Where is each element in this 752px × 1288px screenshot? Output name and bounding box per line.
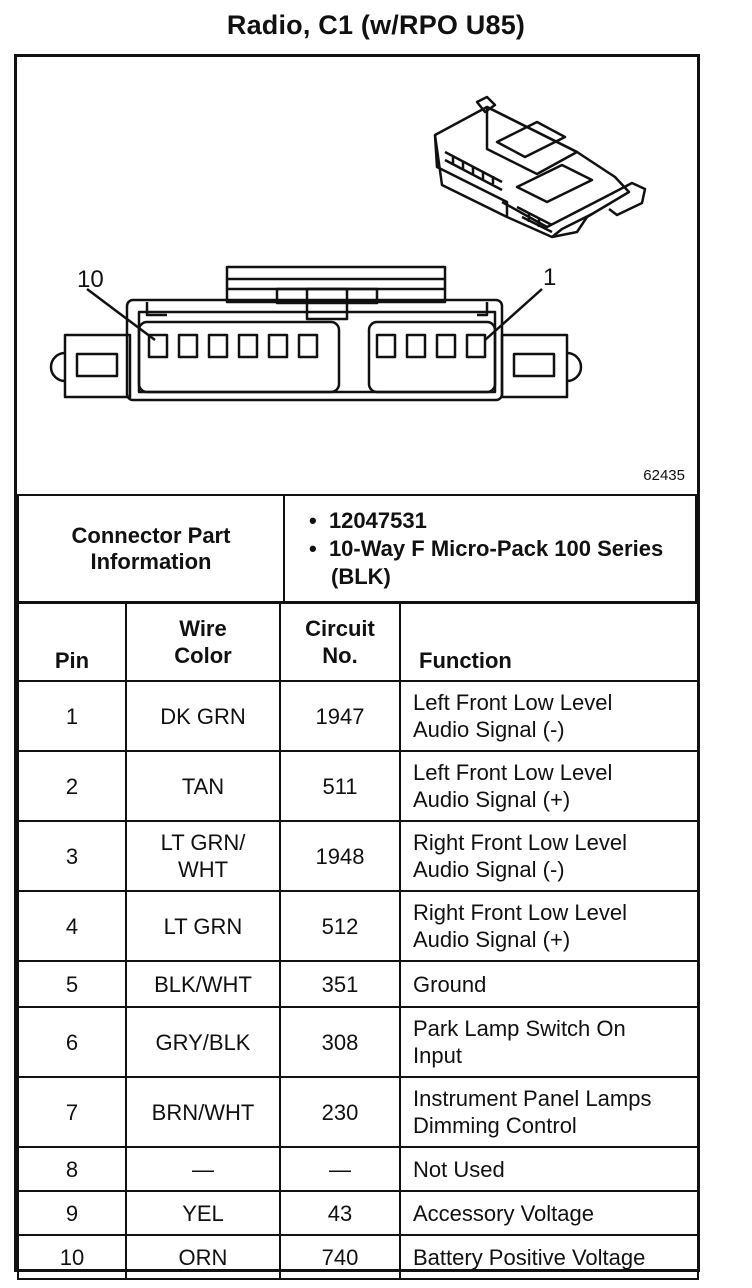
connector-diagram: 10 1 62435 xyxy=(17,57,697,494)
wire-color-cell: BRN/WHT xyxy=(125,1076,281,1148)
circuit-cell: 351 xyxy=(279,960,401,1008)
part-number: • 12047531 xyxy=(309,508,427,533)
wire-color-cell: DK GRN xyxy=(125,680,281,752)
pin-1-label: 1 xyxy=(543,264,556,291)
wire-color-cell: YEL xyxy=(125,1190,281,1236)
pin-cell: 9 xyxy=(17,1190,127,1236)
pin-10-label: 10 xyxy=(77,266,104,293)
wire-color-cell: — xyxy=(125,1146,281,1192)
connector-drawing: 10 1 xyxy=(49,95,647,402)
figure-number: 62435 xyxy=(643,467,685,484)
pin-cell: 8 xyxy=(17,1146,127,1192)
pin-cell: 3 xyxy=(17,820,127,892)
function-cell: Right Front Low Level Audio Signal (-) xyxy=(399,820,699,892)
pin-cell: 10 xyxy=(17,1234,127,1280)
connector-front-view xyxy=(49,265,583,402)
wire-color-header: Wire Color xyxy=(125,601,281,682)
function-cell: Not Used xyxy=(399,1146,699,1192)
function-cell: Ground xyxy=(399,960,699,1008)
table-row: 8——Not Used xyxy=(17,1146,699,1192)
connector-type: • 10-Way F Micro-Pack 100 Series (BLK) xyxy=(309,536,664,589)
circuit-cell: 511 xyxy=(279,750,401,822)
function-cell: Right Front Low Level Audio Signal (+) xyxy=(399,890,699,962)
wire-color-cell: GRY/BLK xyxy=(125,1006,281,1078)
pin-cell: 5 xyxy=(17,960,127,1008)
wire-color-cell: LT GRN xyxy=(125,890,281,962)
function-cell: Accessory Voltage xyxy=(399,1190,699,1236)
connector-info-values: • 12047531 • 10-Way F Micro-Pack 100 Ser… xyxy=(283,494,697,604)
pin-cell: 7 xyxy=(17,1076,127,1148)
pin-table-header: Pin Wire Color Circuit No. Function xyxy=(17,601,699,682)
pin-cell: 1 xyxy=(17,680,127,752)
circuit-cell: 308 xyxy=(279,1006,401,1078)
connector-isometric-view xyxy=(433,95,647,239)
pin-header: Pin xyxy=(17,601,127,682)
function-cell: Park Lamp Switch On Input xyxy=(399,1006,699,1078)
function-cell: Left Front Low Level Audio Signal (-) xyxy=(399,680,699,752)
circuit-cell: — xyxy=(279,1146,401,1192)
function-cell: Battery Positive Voltage xyxy=(399,1234,699,1280)
circuit-cell: 740 xyxy=(279,1234,401,1280)
wire-color-cell: TAN xyxy=(125,750,281,822)
pin-cell: 4 xyxy=(17,890,127,962)
page-title: Radio, C1 (w/RPO U85) xyxy=(226,10,526,40)
wire-color-cell: BLK/WHT xyxy=(125,960,281,1008)
circuit-cell: 1948 xyxy=(279,820,401,892)
circuit-cell: 230 xyxy=(279,1076,401,1148)
wire-color-cell: ORN xyxy=(125,1234,281,1280)
function-cell: Instrument Panel Lamps Dimming Control xyxy=(399,1076,699,1148)
circuit-header: Circuit No. xyxy=(279,601,401,682)
circuit-cell: 43 xyxy=(279,1190,401,1236)
wire-color-cell: LT GRN/ WHT xyxy=(125,820,281,892)
pin-cell: 6 xyxy=(17,1006,127,1078)
function-cell: Left Front Low Level Audio Signal (+) xyxy=(399,750,699,822)
pin-cell: 2 xyxy=(17,750,127,822)
circuit-cell: 1947 xyxy=(279,680,401,752)
circuit-cell: 512 xyxy=(279,890,401,962)
connector-info-label: Connector Part Information xyxy=(17,494,285,604)
function-header: Function xyxy=(399,601,699,682)
connector-info-table: Connector Part Information • 12047531 • … xyxy=(17,494,697,604)
